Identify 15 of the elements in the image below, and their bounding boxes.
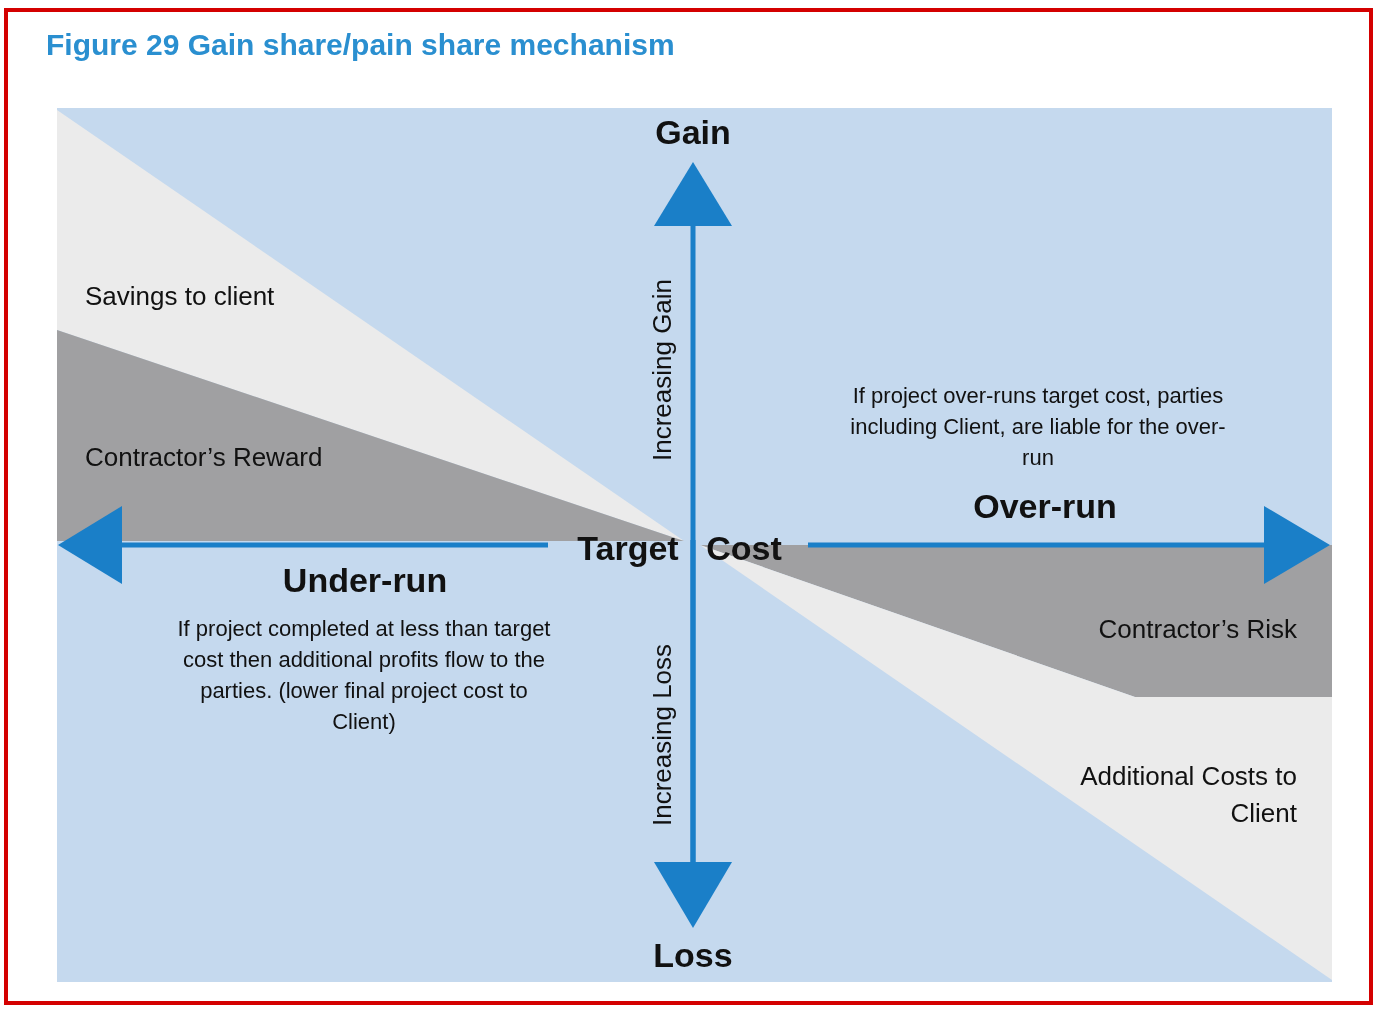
figure-title: Figure 29 Gain share/pain share mechanism bbox=[46, 28, 675, 62]
axis-label: Gain bbox=[655, 112, 731, 152]
axis-label: Over-run bbox=[973, 486, 1117, 526]
axis-label: Increasing Loss bbox=[646, 643, 678, 827]
axis-label: Loss bbox=[653, 935, 733, 975]
wedge-label: Contractor’s Reward bbox=[85, 441, 323, 474]
axis-label: Under-run bbox=[282, 560, 448, 600]
description-text: If project over-runs target cost, parties including Client, are liable for the over-run bbox=[849, 381, 1227, 472]
description-text: If project completed at less than target cost then additional profits flow to the parties. (lower final project cost to Client) bbox=[176, 615, 552, 736]
center-label: Target bbox=[577, 528, 679, 568]
wedge-label: Savings to client bbox=[85, 280, 275, 313]
wedge-label: Contractor’s Risk bbox=[1098, 613, 1297, 646]
center-label: Cost bbox=[706, 528, 782, 568]
axis-label: Increasing Gain bbox=[646, 278, 678, 462]
wedge-label: Additional Costs to Client bbox=[1079, 760, 1297, 830]
